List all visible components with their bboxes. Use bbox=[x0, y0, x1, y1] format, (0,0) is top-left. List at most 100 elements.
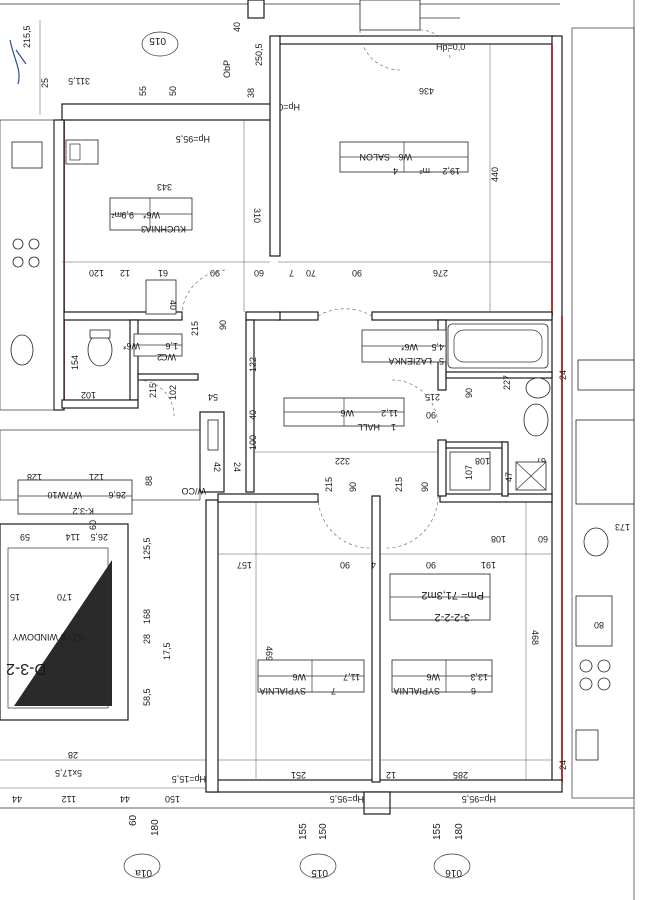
grid-marker-top-label: 015 bbox=[149, 35, 166, 46]
bottom-dim-180a: 180 bbox=[150, 819, 161, 836]
bed6-name: SYPIALNIA bbox=[393, 686, 440, 696]
bath-hatch-2 bbox=[515, 461, 547, 491]
bed6-door-w: 90 bbox=[420, 482, 430, 492]
bath-door-h: 215 bbox=[425, 392, 440, 402]
bed7-door-h: 215 bbox=[324, 477, 334, 492]
bed7-number: 7 bbox=[331, 686, 336, 696]
bath-dim-227: 227 bbox=[502, 375, 512, 390]
grid-marker-016 bbox=[433, 853, 471, 879]
hall-bottom-wall-b bbox=[439, 493, 553, 503]
wc-code: W6* bbox=[123, 341, 141, 351]
hall-name: HALL bbox=[357, 422, 380, 432]
bath-name: ŁAZIENKA bbox=[388, 356, 432, 366]
salon-unit: m² bbox=[420, 166, 431, 176]
bath-shower bbox=[449, 451, 491, 491]
left-burner-2 bbox=[28, 238, 40, 250]
left-dim-112: 112 bbox=[62, 794, 76, 804]
grid-marker-016-label: 016 bbox=[445, 867, 462, 878]
left-dim-15: 15 bbox=[10, 592, 20, 602]
bottom-grid-markers: 60 180 01a 155 150 015 155 180 016 bbox=[123, 814, 471, 879]
wc-bottom-wall bbox=[61, 399, 139, 409]
salon-height-dim: 440 bbox=[490, 167, 500, 182]
bottom-wall-stub bbox=[363, 791, 391, 815]
bath-dim-47: 47 bbox=[504, 472, 514, 482]
kitchen-side-dim: 60 bbox=[254, 268, 264, 278]
grid-marker-01a-label: 01a bbox=[135, 867, 152, 878]
left-block: 128 121 88 26,6 W7/W10 K-3.2 D-3-2 SZYB … bbox=[0, 119, 496, 804]
bed6-area: 13,3 bbox=[470, 672, 488, 682]
wc-toilet bbox=[87, 333, 113, 367]
right-dim-173: 173 bbox=[615, 522, 630, 532]
right-dim-24: 24 bbox=[558, 370, 568, 380]
right-neighbor: 173 80 24 24 bbox=[558, 27, 635, 799]
kitchen-bottom-wall-b bbox=[245, 311, 281, 321]
apartment-code: 3-2-2-2 bbox=[435, 611, 470, 623]
bedroom-divider-wall bbox=[371, 495, 381, 783]
hall-width-dim: 322 bbox=[335, 456, 350, 466]
grid-marker-015-label: 015 bbox=[311, 867, 328, 878]
left-dim-150: 150 bbox=[165, 794, 180, 804]
room-salon: 4 SALON 19,2 m² W6 440 276 90 70 7 bbox=[278, 44, 552, 317]
bathtub bbox=[447, 323, 549, 369]
bed7-top-dim: 157 bbox=[237, 560, 252, 570]
bedroom-left-wall bbox=[205, 499, 219, 793]
bed7-door-w: 90 bbox=[348, 482, 358, 492]
kitchen-door-arc bbox=[181, 269, 229, 317]
kitchen-sink bbox=[65, 139, 99, 165]
right-wall bbox=[551, 35, 563, 783]
kitchen-dim-120: 120 bbox=[89, 268, 104, 278]
bed7-four-dim: 4 bbox=[371, 560, 376, 570]
wc-door-h: 215 bbox=[148, 383, 158, 398]
bed6-top-dim: 191 bbox=[481, 560, 496, 570]
kitchen-top-wall bbox=[61, 103, 279, 121]
bed6-code: W6 bbox=[427, 672, 441, 682]
left-dim-168: 168 bbox=[142, 609, 152, 624]
kitchen-height-dim: 310 bbox=[252, 208, 262, 223]
right-burner-4 bbox=[597, 677, 611, 691]
stair-triangle bbox=[14, 560, 112, 706]
bed6-width-dim: 285 bbox=[453, 770, 468, 780]
shaft-label: SZYB WINDOWY bbox=[13, 632, 85, 642]
top-dim-obp: ObP bbox=[222, 60, 232, 78]
right-dim-80: 80 bbox=[594, 620, 604, 630]
vent-label: W/CO bbox=[182, 486, 207, 496]
bath-dim-90: 90 bbox=[464, 388, 474, 398]
bed6-door-h: 215 bbox=[394, 477, 404, 492]
bath-lower-wall bbox=[445, 441, 507, 449]
kitchen-number: 3 bbox=[141, 224, 146, 234]
left-dim-170: 170 bbox=[57, 592, 72, 602]
right-burner-3 bbox=[579, 677, 593, 691]
right-neighbor-frame bbox=[571, 27, 635, 799]
kitchen-door-h-dim: 215 bbox=[190, 321, 200, 336]
kitchen-dim-61: 61 bbox=[158, 268, 168, 278]
left-dim-58: 58,5 bbox=[142, 688, 152, 706]
stair-label: D-3-2 bbox=[6, 660, 46, 677]
hall-dim-42: 42 bbox=[212, 462, 222, 472]
left-hp-15: Hp=15,5 bbox=[172, 774, 206, 784]
left-dim-28: 28 bbox=[142, 634, 152, 644]
left-dim-175: 17,5 bbox=[162, 642, 172, 660]
right-burner-2 bbox=[597, 659, 611, 673]
right-neighbor-bath bbox=[575, 419, 635, 505]
stair-inner bbox=[7, 547, 109, 709]
left-code: W7/W10 bbox=[47, 490, 82, 500]
bath-lower-wall-v bbox=[501, 441, 509, 497]
kitchen-hp-label: Hp=95,5 bbox=[176, 134, 210, 144]
wc-door-w: 102 bbox=[168, 385, 178, 400]
bed7-height-dim: 469 bbox=[264, 646, 274, 661]
hall-dim-122: 122 bbox=[248, 357, 258, 372]
bottom-wall bbox=[209, 779, 563, 793]
room-wc: WC 2 1,6 W6* 102 154 215 102 bbox=[70, 329, 183, 417]
bath-toilet bbox=[523, 403, 549, 437]
handwritten-mark bbox=[9, 39, 27, 85]
salon-top-wall bbox=[277, 35, 555, 45]
left-dim-28b: 28 bbox=[68, 750, 78, 760]
kitchen-unit: m² bbox=[112, 210, 123, 220]
bed7-door-arc bbox=[317, 495, 371, 549]
bed6-height-dim: 468 bbox=[530, 630, 540, 645]
bed7-name: SYPIALNIA bbox=[259, 686, 306, 696]
left-burner-4 bbox=[28, 256, 40, 268]
bed7-width-dim: 251 bbox=[291, 770, 306, 780]
salon-number: 4 bbox=[393, 166, 398, 176]
